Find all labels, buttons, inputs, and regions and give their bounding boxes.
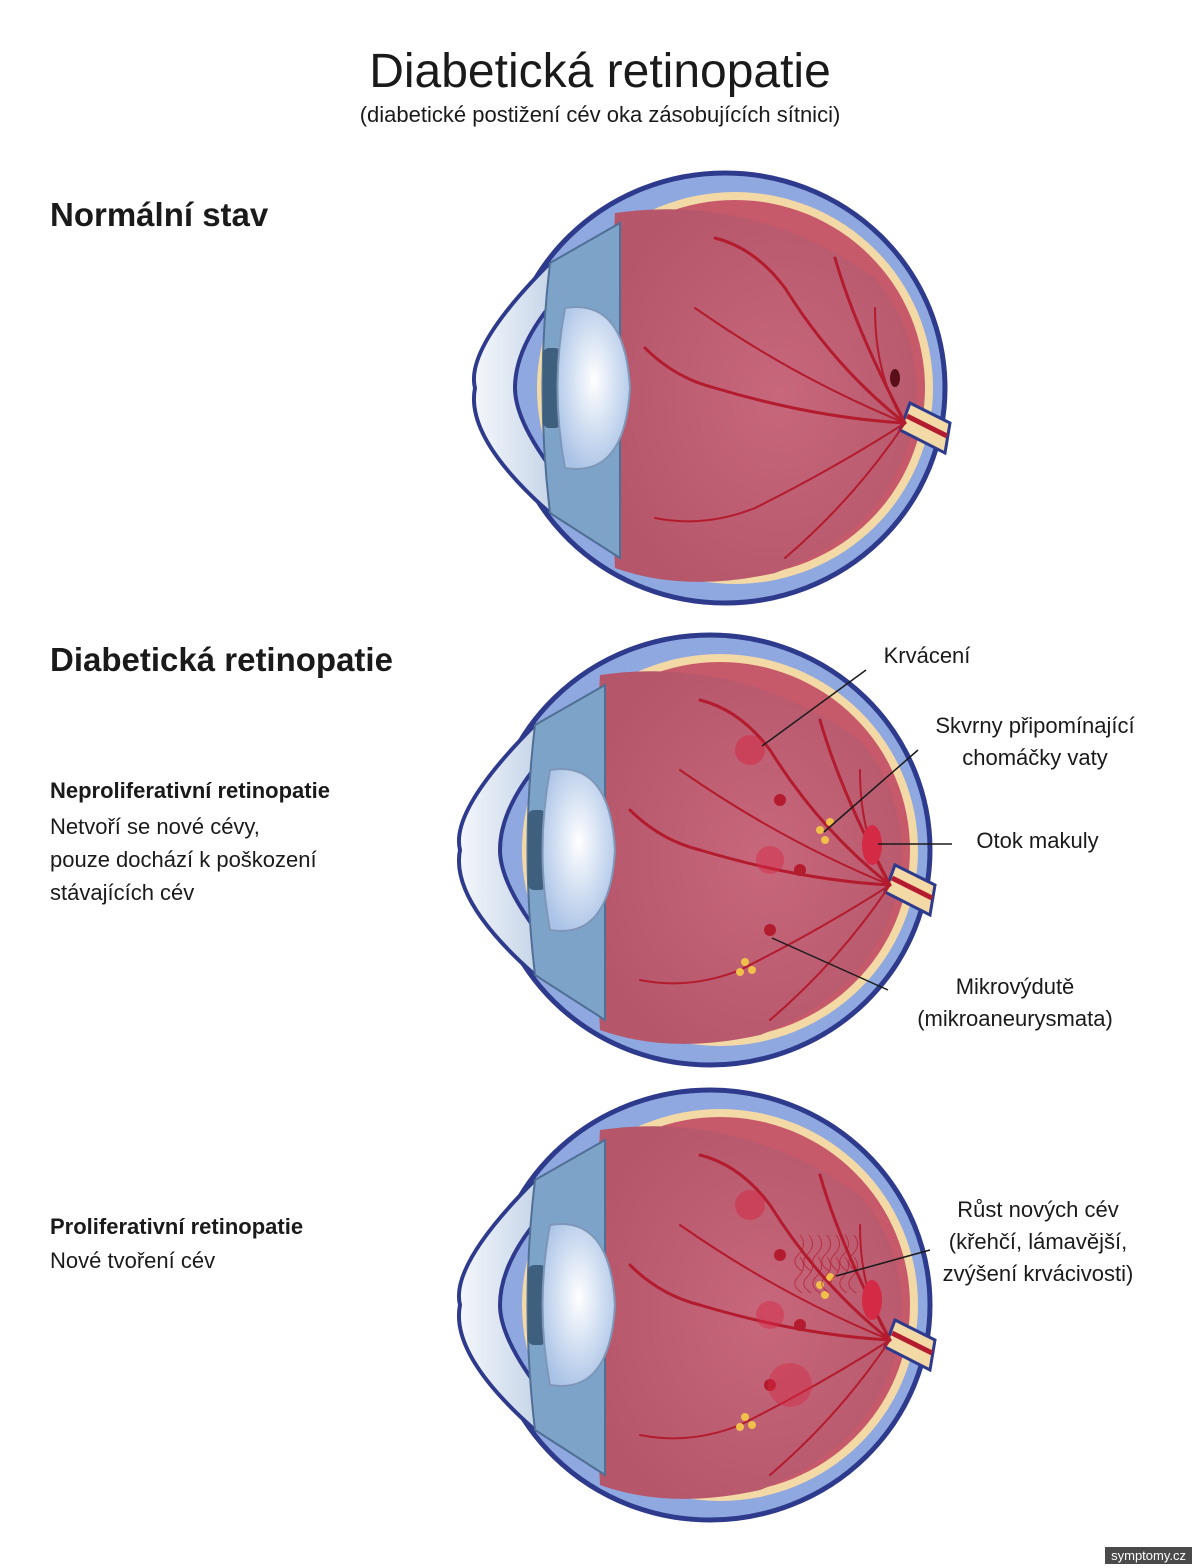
label-microaneurysms: Mikrovýdutě (mikroaneurysmata) xyxy=(880,971,1150,1035)
label-line: Otok makuly xyxy=(976,828,1099,853)
exudate-dot xyxy=(736,968,744,976)
iris xyxy=(528,810,546,890)
exudate-dot xyxy=(736,1423,744,1431)
hemorrhage-spot xyxy=(756,1301,784,1329)
new-vessel xyxy=(803,1256,813,1294)
stage-proliferative-description: Nové tvoření cév xyxy=(50,1244,215,1277)
macular-edema-spot xyxy=(862,1280,882,1320)
label-line: Skvrny připomínající xyxy=(935,713,1135,738)
stage-nonproliferative-description: Netvoří se nové cévy, pouze dochází k po… xyxy=(50,810,317,909)
hemorrhage-spot xyxy=(768,1363,812,1407)
exudate-dot xyxy=(816,826,824,834)
microaneurysm xyxy=(774,1249,786,1261)
label-line: chomáčky vaty xyxy=(962,745,1108,770)
description-line: pouze dochází k poškození xyxy=(50,847,317,872)
microaneurysm xyxy=(764,924,776,936)
lens xyxy=(541,768,617,932)
retinal-vessel xyxy=(643,346,907,425)
label-line: Mikrovýdutě xyxy=(955,974,1075,999)
exudate-dot xyxy=(821,1291,829,1299)
retinal-vessel xyxy=(698,698,892,887)
new-vessel xyxy=(812,1256,822,1294)
retinal-vessel xyxy=(698,1153,892,1342)
microaneurysm xyxy=(794,1319,806,1331)
retinal-vessel xyxy=(654,422,906,523)
page-title: Diabetická retinopatie xyxy=(369,45,831,98)
retinal-vessel xyxy=(769,1339,891,1476)
retinal-vessel xyxy=(784,422,906,559)
microaneurysm xyxy=(764,1379,776,1391)
hemorrhage-spot xyxy=(756,846,784,874)
vitreous-body xyxy=(595,1126,902,1499)
label-hemorrhage: Krvácení xyxy=(852,640,1002,672)
vitreous-body xyxy=(610,209,917,582)
retinal-vessel xyxy=(679,769,891,886)
eye-proliferative-illustration xyxy=(457,1087,937,1523)
exudate-dot xyxy=(741,958,749,966)
retinal-vessel xyxy=(713,236,907,425)
retinal-vessel xyxy=(639,1339,891,1440)
retinal-vessel xyxy=(628,808,892,887)
label-macular-edema: Otok makuly xyxy=(955,825,1120,857)
description-line: Nové tvoření cév xyxy=(50,1248,216,1273)
page-subtitle: (diabetické postižení cév oka zásobující… xyxy=(359,102,841,127)
retinal-vessel xyxy=(628,1263,892,1342)
new-vessel xyxy=(803,1234,813,1272)
macular-edema-spot xyxy=(862,825,882,865)
label-line: zvýšení krvácivosti) xyxy=(942,1261,1134,1286)
heading-normal: Normální stav xyxy=(50,196,269,233)
retinal-vessel xyxy=(694,307,906,424)
microaneurysm xyxy=(794,864,806,876)
watermark: symptomy.cz xyxy=(1105,1547,1192,1564)
new-vessel xyxy=(794,1234,804,1272)
label-line: (křehčí, lámavější, xyxy=(948,1229,1128,1254)
lens xyxy=(541,1223,617,1387)
label-neovascularization: Růst nových cév (křehčí, lámavější, zvýš… xyxy=(918,1194,1158,1290)
hemorrhage-spot xyxy=(735,735,765,765)
description-line: stávajících cév xyxy=(50,880,195,905)
eye-normal-illustration xyxy=(472,170,952,606)
stage-proliferative-title: Proliferativní retinopatie xyxy=(50,1214,304,1239)
exudate-dot xyxy=(826,818,834,826)
new-vessel xyxy=(812,1234,822,1272)
retinal-vessel xyxy=(874,307,906,424)
exudate-dot xyxy=(748,1421,756,1429)
lens xyxy=(556,306,632,470)
iris xyxy=(528,1265,546,1345)
label-line: (mikroaneurysmata) xyxy=(917,1006,1113,1031)
exudate-dot xyxy=(821,836,829,844)
label-line: Růst nových cév xyxy=(957,1197,1119,1222)
exudate-dot xyxy=(748,966,756,974)
label-cotton-wool-spots: Skvrny připomínající chomáčky vaty xyxy=(900,710,1170,774)
iris xyxy=(543,348,561,428)
retinal-vessel xyxy=(639,884,891,985)
new-vessel xyxy=(830,1234,840,1272)
microaneurysm xyxy=(774,794,786,806)
description-line: Netvoří se nové cévy, xyxy=(50,814,260,839)
new-vessel xyxy=(821,1234,831,1272)
stage-nonproliferative-title: Neproliferativní retinopatie xyxy=(50,778,330,803)
heading-retinopathy: Diabetická retinopatie xyxy=(50,641,393,678)
hemorrhage-spot xyxy=(735,1190,765,1220)
macula xyxy=(890,369,900,387)
exudate-dot xyxy=(741,1413,749,1421)
new-vessel xyxy=(794,1256,804,1294)
label-line: Krvácení xyxy=(883,643,971,668)
new-vessel xyxy=(821,1256,831,1294)
retinal-vessel xyxy=(679,1224,891,1341)
